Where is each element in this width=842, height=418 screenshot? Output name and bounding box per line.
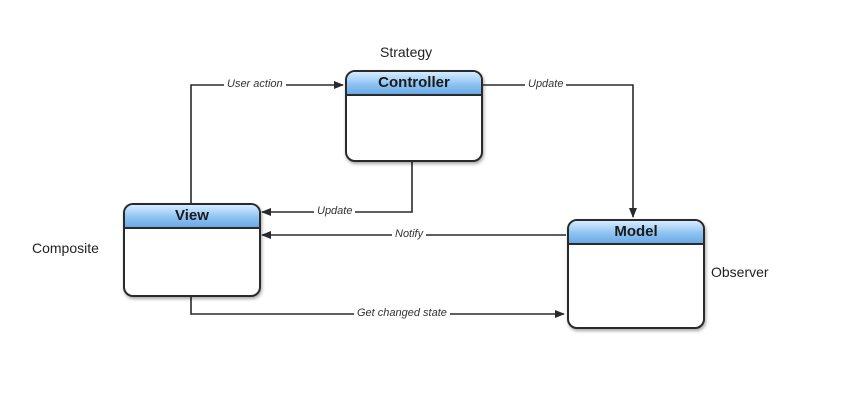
- controller-title: Controller: [347, 72, 481, 96]
- edge-label-get-changed-state: Get changed state: [354, 307, 450, 319]
- model-title: Model: [569, 221, 703, 245]
- edge-label-controller-model-update: Update: [525, 78, 567, 90]
- edge-label-notify: Notify: [392, 228, 427, 240]
- view-title: View: [125, 205, 259, 229]
- model-box: Model: [567, 219, 705, 329]
- controller-box: Controller: [345, 70, 483, 162]
- view-box: View: [123, 203, 261, 297]
- edge-controller-model-update: [481, 84, 637, 218]
- view-pattern-label: Composite: [32, 240, 99, 256]
- edge-label-controller-view-update: Update: [314, 205, 356, 217]
- edge-user-action: [190, 81, 344, 203]
- model-pattern-label: Observer: [711, 264, 769, 280]
- edge-controller-view-update: [261, 160, 413, 216]
- edge-label-user-action: User action: [224, 78, 286, 90]
- controller-pattern-label: Strategy: [380, 44, 433, 60]
